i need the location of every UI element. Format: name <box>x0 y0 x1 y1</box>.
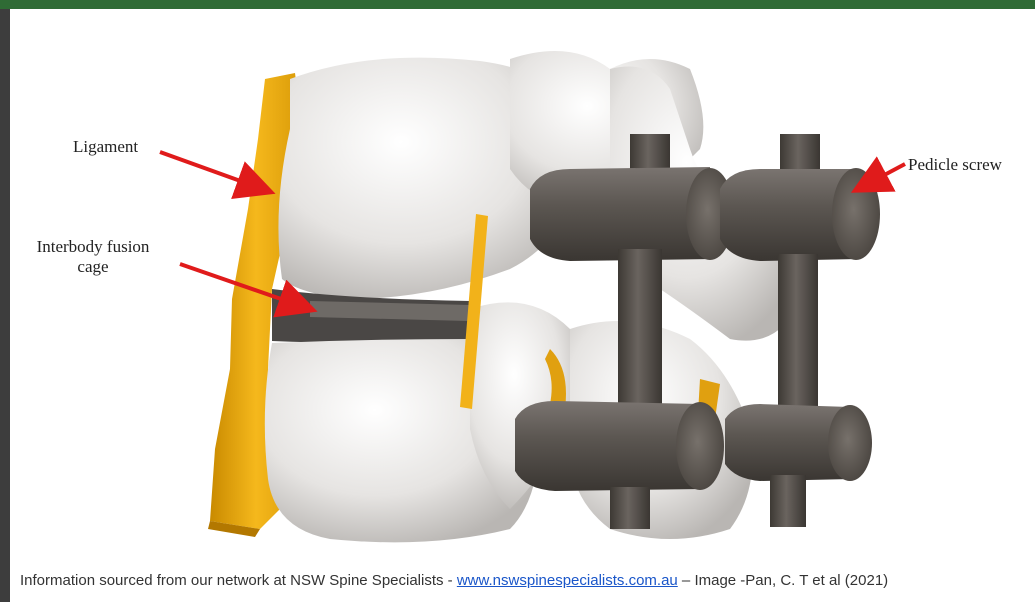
rod-left <box>618 249 662 429</box>
cage-label-line2: cage <box>18 257 168 277</box>
left-border <box>0 9 10 602</box>
source-link[interactable]: www.nswspinespecialists.com.au <box>457 572 678 589</box>
top-accent-bar <box>0 0 1035 9</box>
caption-prefix: Information sourced from our network at … <box>20 572 457 589</box>
rod-right <box>778 254 818 429</box>
image-canvas: Ligament Interbody fusion cage Pedicle s… <box>10 9 1035 602</box>
ligament-label: Ligament <box>73 137 138 157</box>
caption-suffix: – Image -Pan, C. T et al (2021) <box>678 572 888 589</box>
ligament-arrow <box>160 152 268 191</box>
interbody-cage-label: Interbody fusion cage <box>18 237 168 277</box>
pedicle-screw-lower-right <box>725 404 872 527</box>
cage-label-line1: Interbody fusion <box>18 237 168 257</box>
pedicle-screw-upper-right <box>720 134 880 261</box>
pedicle-screw-label: Pedicle screw <box>908 155 1002 175</box>
source-caption: Information sourced from our network at … <box>20 572 1025 589</box>
spine-fusion-illustration <box>10 9 1035 579</box>
